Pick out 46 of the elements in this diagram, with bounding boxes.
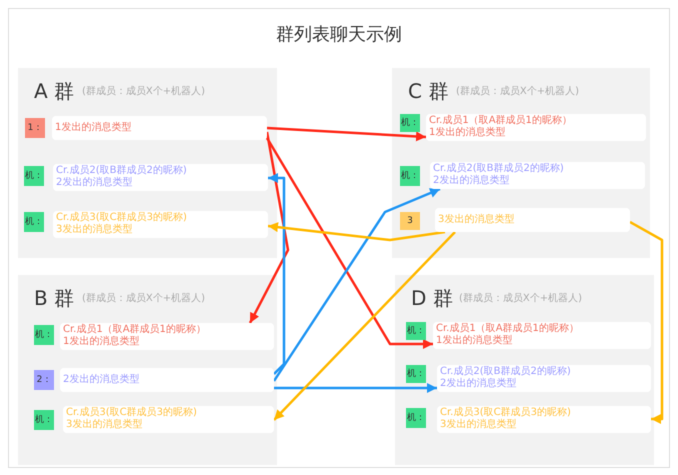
title: 群列表聊天示例 bbox=[276, 24, 402, 45]
sender-badge: 机： bbox=[406, 322, 426, 340]
message-box: Cr.成员1（取A群成员1的昵称） 1发出的消息类型 bbox=[433, 322, 651, 349]
sender-badge: 1： bbox=[25, 118, 45, 138]
message-box: Cr.成员3(取C群成员3的昵称) 3发出的消息类型 bbox=[53, 211, 268, 238]
sender-badge: 3 bbox=[400, 212, 420, 230]
sender-badge: 机： bbox=[406, 365, 426, 383]
message-box: 1发出的消息类型 bbox=[52, 116, 267, 140]
member-note: (群成员：成员X个+机器人) bbox=[82, 84, 206, 98]
sender-badge: 机： bbox=[406, 408, 426, 428]
message-box: Cr.成员2(取B群成员2的昵称) 2发出的消息类型 bbox=[430, 162, 645, 189]
sender-badge: 机： bbox=[34, 325, 54, 345]
group-heading: C 群 bbox=[408, 78, 448, 105]
arrow bbox=[629, 220, 664, 424]
sender-badge: 机： bbox=[400, 166, 420, 186]
message-box: Cr.成员3(取C群成员3的昵称) 3发出的消息类型 bbox=[63, 406, 274, 433]
member-note: (群成员：成员X个+机器人) bbox=[459, 292, 582, 305]
message-box: Cr.成员1（取A群成员1的昵称） 1发出的消息类型 bbox=[426, 114, 646, 141]
sender-badge: 机： bbox=[24, 166, 44, 186]
group-heading: A 群 bbox=[34, 78, 74, 105]
group-panel bbox=[395, 275, 654, 465]
group-heading: B 群 bbox=[34, 285, 74, 312]
arrow bbox=[273, 231, 456, 421]
member-note: (群成员：成员X个+机器人) bbox=[456, 84, 580, 98]
sender-badge: 机： bbox=[24, 212, 44, 232]
arrow bbox=[274, 383, 437, 393]
member-note: (群成员：成员X个+机器人) bbox=[82, 292, 206, 305]
message-box: Cr.成员2(取B群成员2的昵称) 2发出的消息类型 bbox=[53, 164, 268, 191]
message-box: 3发出的消息类型 bbox=[435, 208, 630, 232]
sender-badge: 机： bbox=[400, 114, 420, 132]
arrow bbox=[266, 137, 433, 349]
arrow bbox=[248, 132, 290, 324]
arrow bbox=[266, 126, 426, 142]
group-panel bbox=[392, 68, 650, 258]
sender-badge: 2： bbox=[34, 370, 54, 390]
group-panel bbox=[18, 275, 277, 465]
group-heading: D 群 bbox=[411, 285, 453, 312]
arrow bbox=[272, 188, 440, 382]
message-box: Cr.成员3(取C群成员3的昵称) 3发出的消息类型 bbox=[437, 406, 651, 433]
message-box: Cr.成员2(取B群成员2的昵称) 2发出的消息类型 bbox=[437, 365, 651, 392]
message-box: 2发出的消息类型 bbox=[60, 368, 274, 392]
arrow bbox=[268, 222, 446, 242]
group-panel bbox=[18, 68, 277, 258]
message-box: Cr.成员1（取A群成员1的昵称） 1发出的消息类型 bbox=[60, 323, 274, 350]
arrow bbox=[268, 173, 286, 375]
sender-badge: 机： bbox=[34, 410, 54, 430]
